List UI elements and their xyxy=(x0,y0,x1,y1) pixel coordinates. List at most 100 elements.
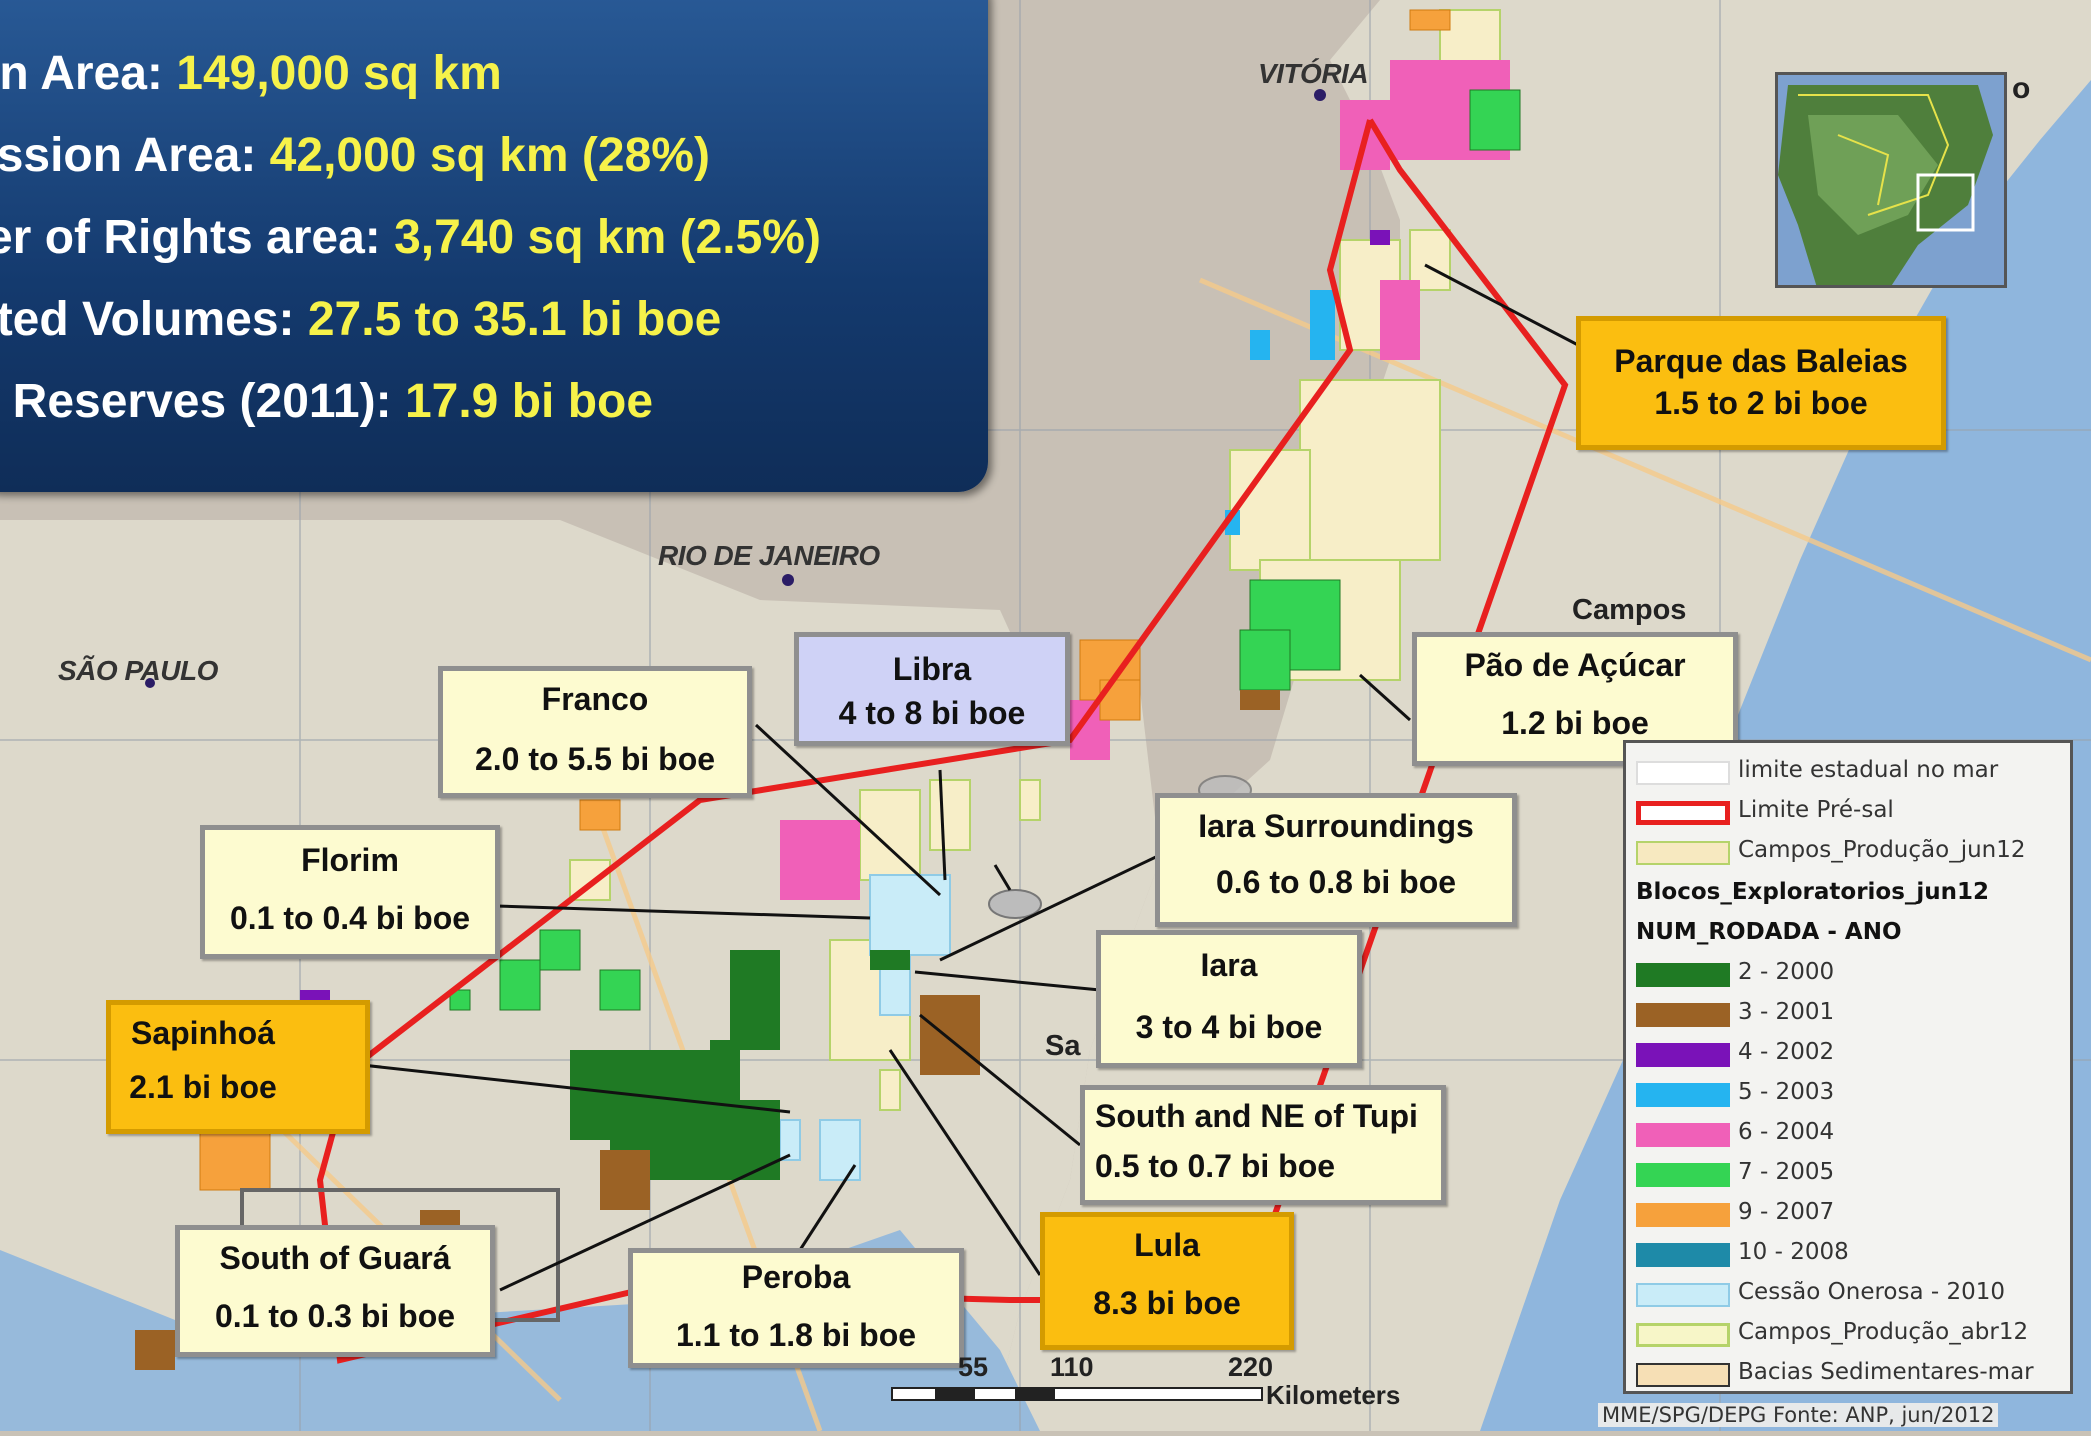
label-iara-surroundings: Iara Surroundings 0.6 to 0.8 bi boe xyxy=(1155,793,1517,927)
legend-swatch xyxy=(1636,1243,1730,1267)
legend-label: Cessão Onerosa - 2010 xyxy=(1738,1279,2006,1305)
field-name: Sapinhoá xyxy=(130,1015,275,1051)
legend-label: 10 - 2008 xyxy=(1738,1239,1849,1265)
info-label: ession Area: xyxy=(0,129,257,182)
legend-item: 4 - 2002 xyxy=(1626,1035,2066,1075)
legend-swatch xyxy=(1636,761,1730,785)
field-volume: 4 to 8 bi boe xyxy=(838,695,1026,731)
legend-item: 5 - 2003 xyxy=(1626,1075,2066,1115)
inset-map-graphic xyxy=(1778,75,2004,285)
map-legend: limite estadual no mar Limite Pré-sal Ca… xyxy=(1623,740,2073,1394)
field-volume: 1.2 bi boe xyxy=(1501,705,1649,741)
legend-item: 6 - 2004 xyxy=(1626,1115,2066,1155)
info-value: 149,000 sq km xyxy=(176,47,502,100)
field-name: Pão de Açúcar xyxy=(1464,647,1686,683)
info-value: 17.9 bi boe xyxy=(404,375,654,428)
legend-subheading: NUM_RODADA - ANO xyxy=(1636,919,1902,945)
legend-label: 6 - 2004 xyxy=(1738,1119,1835,1145)
field-volume: 1.1 to 1.8 bi boe xyxy=(675,1317,917,1353)
legend-label: Campos_Produção_jun12 xyxy=(1738,837,2026,863)
legend-swatch xyxy=(1636,1363,1730,1387)
legend-heading: Blocos_Exploratorios_jun12 xyxy=(1636,879,1990,905)
legend-swatch xyxy=(1636,841,1730,865)
field-volume: 0.1 to 0.3 bi boe xyxy=(214,1298,456,1334)
info-row-concession: ession Area: 42,000 sq km (28%) xyxy=(0,128,710,183)
field-name: Franco xyxy=(541,681,649,717)
legend-swatch xyxy=(1636,1003,1730,1027)
legend-label: 3 - 2001 xyxy=(1738,999,1835,1025)
field-volume: 8.3 bi boe xyxy=(1093,1285,1241,1321)
label-sapinhoa: Sapinhoá 2.1 bi boe xyxy=(106,1000,370,1134)
legend-label: 2 - 2000 xyxy=(1738,959,1835,985)
legend-swatch xyxy=(1636,1123,1730,1147)
info-label: fer of Rights area: xyxy=(0,211,395,264)
info-row-volumes: ated Volumes: 27.5 to 35.1 bi boe xyxy=(0,292,721,347)
scale-tick-110: 110 xyxy=(1050,1352,1094,1382)
legend-item: limite estadual no mar xyxy=(1626,753,2066,793)
legend-label: Limite Pré-sal xyxy=(1738,797,1894,823)
info-value: 27.5 to 35.1 bi boe xyxy=(307,293,722,346)
info-label: n Reserves (2011): xyxy=(0,375,405,428)
scale-tick-55: 55 xyxy=(958,1352,989,1382)
legend-label: Campos_Produção_abr12 xyxy=(1738,1319,2029,1345)
scale-unit: Kilometers xyxy=(1266,1380,1401,1410)
inset-marker-text: o xyxy=(2012,72,2031,105)
legend-item: Cessão Onerosa - 2010 xyxy=(1626,1275,2066,1315)
legend-item: Bacias Sedimentares-mar xyxy=(1626,1355,2066,1395)
legend-item: Limite Pré-sal xyxy=(1626,793,2066,833)
legend-swatch xyxy=(1636,801,1730,825)
legend-item: 10 - 2008 xyxy=(1626,1235,2066,1275)
source-credit: MME/SPG/DEPG Fonte: ANP, jun/2012 xyxy=(1598,1403,1999,1427)
info-label: ated Volumes: xyxy=(0,293,308,346)
label-south-and-ne-of-tupi: South and NE of Tupi 0.5 to 0.7 bi boe xyxy=(1080,1085,1446,1205)
label-parque-das-baleias: Parque das Baleias 1.5 to 2 bi boe xyxy=(1576,316,1946,450)
legend-swatch xyxy=(1636,1043,1730,1067)
field-volume: 2.0 to 5.5 bi boe xyxy=(474,741,716,777)
legend-swatch xyxy=(1636,1163,1730,1187)
field-volume: 0.6 to 0.8 bi boe xyxy=(1215,864,1457,900)
info-row-reserves: n Reserves (2011): 17.9 bi boe xyxy=(0,374,653,429)
legend-label: 4 - 2002 xyxy=(1738,1039,1835,1065)
field-name: Florim xyxy=(301,842,399,878)
label-florim: Florim 0.1 to 0.4 bi boe xyxy=(200,825,500,959)
basin-santos-partial: Sa xyxy=(1045,1030,1081,1062)
city-rio-de-janeiro: RIO DE JANEIRO xyxy=(658,540,880,571)
legend-label: limite estadual no mar xyxy=(1738,757,1999,783)
basin-campos: Campos xyxy=(1572,594,1687,626)
legend-swatch xyxy=(1636,963,1730,987)
field-volume: 0.1 to 0.4 bi boe xyxy=(229,900,471,936)
legend-label: 5 - 2003 xyxy=(1738,1079,1835,1105)
scale-bar-graphic xyxy=(891,1387,1263,1401)
legend-item: 7 - 2005 xyxy=(1626,1155,2066,1195)
label-franco: Franco 2.0 to 5.5 bi boe xyxy=(438,666,752,798)
inset-map xyxy=(1775,72,2007,288)
legend-item: Campos_Produção_abr12 xyxy=(1626,1315,2066,1355)
legend-label: 7 - 2005 xyxy=(1738,1159,1835,1185)
legend-swatch xyxy=(1636,1083,1730,1107)
info-value: 3,740 sq km (2.5%) xyxy=(394,211,821,264)
field-name: Peroba xyxy=(741,1259,851,1295)
info-value: 42,000 sq km (28%) xyxy=(269,129,710,182)
info-label: on Area: xyxy=(0,47,163,100)
scale-tick-220: 220 xyxy=(1228,1352,1274,1382)
label-lula: Lula 8.3 bi boe xyxy=(1040,1212,1294,1350)
legend-label: 9 - 2007 xyxy=(1738,1199,1835,1225)
field-volume: 2.1 bi boe xyxy=(129,1069,277,1105)
field-volume: 0.5 to 0.7 bi boe xyxy=(1095,1148,1336,1184)
field-volume: 3 to 4 bi boe xyxy=(1135,1009,1323,1045)
field-name: South of Guará xyxy=(219,1240,451,1276)
field-name: South and NE of Tupi xyxy=(1095,1098,1418,1134)
info-panel: on Area: 149,000 sq km ession Area: 42,0… xyxy=(0,0,988,492)
legend-swatch xyxy=(1636,1283,1730,1307)
legend-item: 3 - 2001 xyxy=(1626,995,2066,1035)
field-volume: 1.5 to 2 bi boe xyxy=(1654,385,1868,421)
info-row-transfer: fer of Rights area: 3,740 sq km (2.5%) xyxy=(0,210,821,265)
field-name: Parque das Baleias xyxy=(1614,343,1908,379)
legend-item: Campos_Produção_jun12 xyxy=(1626,833,2066,873)
city-vitoria: VITÓRIA xyxy=(1258,58,1369,89)
label-iara: Iara 3 to 4 bi boe xyxy=(1096,930,1362,1068)
field-name: Lula xyxy=(1134,1227,1200,1263)
label-peroba: Peroba 1.1 to 1.8 bi boe xyxy=(628,1248,964,1368)
legend-label: Bacias Sedimentares-mar xyxy=(1738,1359,2034,1385)
label-libra: Libra 4 to 8 bi boe xyxy=(794,632,1070,746)
